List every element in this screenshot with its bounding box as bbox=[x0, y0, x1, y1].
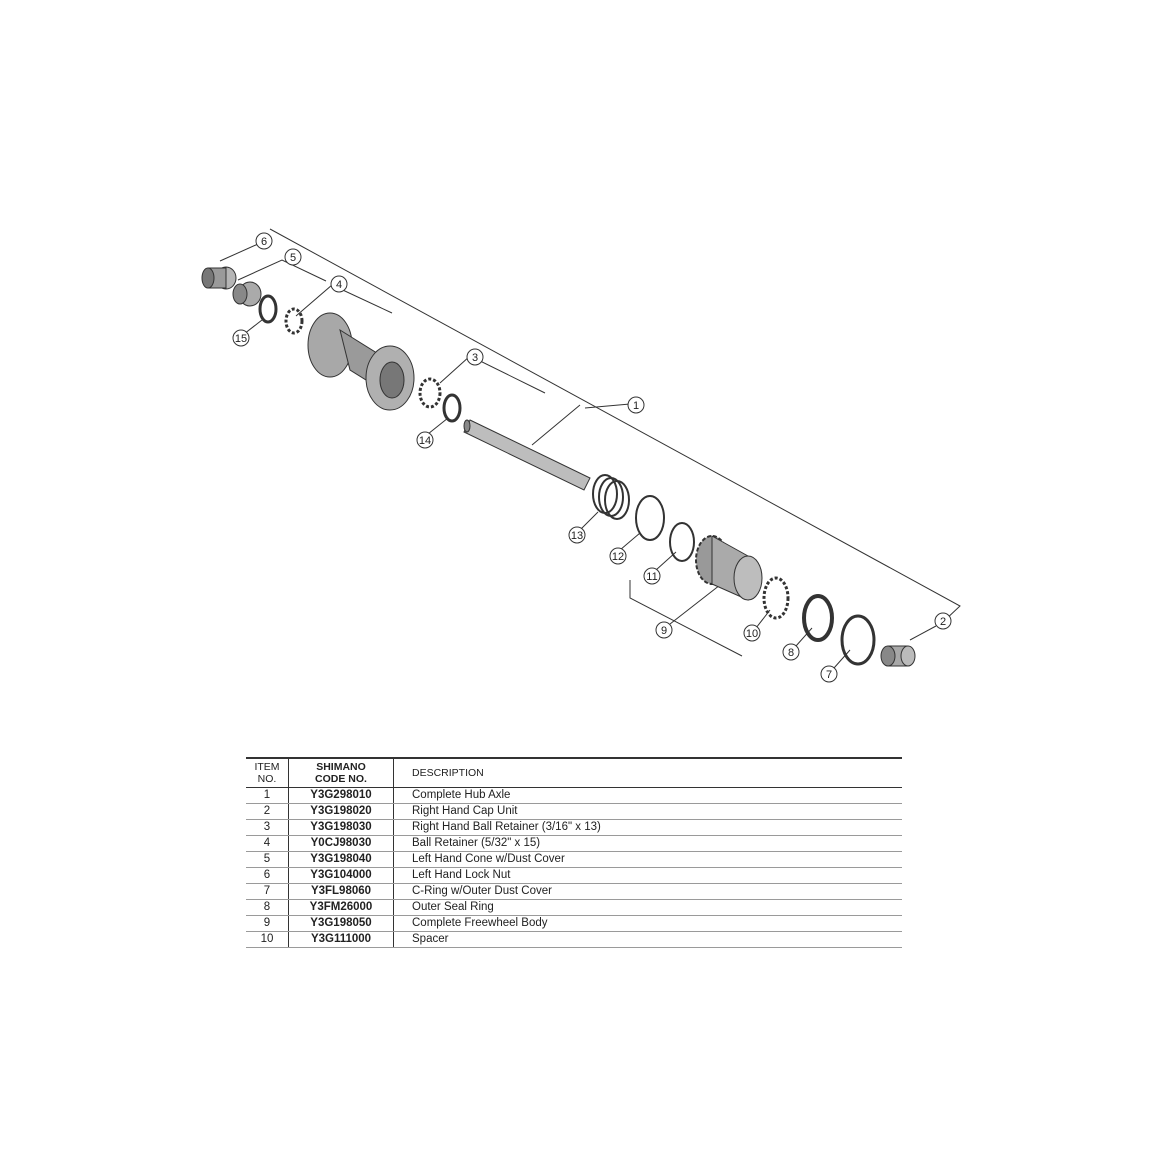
code-no-cell: Y3G104000 bbox=[288, 867, 394, 884]
part-cap-unit bbox=[880, 645, 916, 667]
header-code-line2: CODE NO. bbox=[315, 773, 367, 785]
header-code-line1: SHIMANO bbox=[316, 761, 366, 773]
callout-14: 14 bbox=[419, 435, 431, 447]
code-no-cell: Y3G198040 bbox=[288, 851, 394, 868]
code-no-cell: Y3FL98060 bbox=[288, 883, 394, 900]
code-no-cell: Y3G198020 bbox=[288, 803, 394, 820]
callout-circles bbox=[232, 232, 952, 683]
part-freewheel-body bbox=[695, 535, 763, 601]
part-seal-14 bbox=[442, 393, 462, 423]
callout-3: 3 bbox=[472, 352, 478, 364]
code-no-cell: Y3G298010 bbox=[288, 787, 394, 804]
item-no-cell: 8 bbox=[246, 899, 289, 916]
item-no-cell: 6 bbox=[246, 867, 289, 884]
part-ring-11 bbox=[669, 522, 695, 562]
callout-7: 7 bbox=[826, 669, 832, 681]
code-no-cell: Y3G198030 bbox=[288, 819, 394, 836]
callout-11: 11 bbox=[646, 571, 657, 583]
part-cone bbox=[232, 281, 262, 307]
item-no-cell: 5 bbox=[246, 851, 289, 868]
code-no-cell: Y3FM26000 bbox=[288, 899, 394, 916]
header-description: DESCRIPTION bbox=[412, 767, 484, 779]
callout-9: 9 bbox=[661, 625, 667, 637]
part-seal-ring-8 bbox=[802, 594, 834, 642]
description-cell: Right Hand Cap Unit bbox=[393, 803, 902, 820]
description-cell: Outer Seal Ring bbox=[393, 899, 902, 916]
code-no-cell: Y3G111000 bbox=[288, 931, 394, 948]
callout-5: 5 bbox=[290, 252, 296, 264]
part-ball-retainer-4 bbox=[284, 307, 304, 335]
exploded-hub-diagram: 6 5 4 15 3 1 14 13 12 11 9 10 2 8 7 bbox=[201, 228, 961, 683]
callout-12: 12 bbox=[612, 551, 624, 563]
description-cell: Ball Retainer (5/32" x 15) bbox=[393, 835, 902, 852]
header-item-no: ITEM NO. bbox=[246, 758, 289, 788]
description-cell: Complete Freewheel Body bbox=[393, 915, 902, 932]
header-item-line2: NO. bbox=[257, 773, 277, 785]
item-no-cell: 4 bbox=[246, 835, 289, 852]
part-c-ring-7 bbox=[840, 614, 876, 666]
part-spacer-10 bbox=[762, 576, 790, 620]
callout-numbers: 6 5 4 15 3 1 14 13 12 11 9 10 2 8 7 bbox=[235, 236, 946, 681]
part-ball-retainer-3 bbox=[418, 377, 442, 409]
description-cell: Left Hand Cone w/Dust Cover bbox=[393, 851, 902, 868]
part-ring-12 bbox=[635, 495, 665, 541]
part-lock-nut bbox=[201, 266, 237, 290]
description-cell: Spacer bbox=[393, 931, 902, 948]
header-code-no: SHIMANO CODE NO. bbox=[288, 758, 394, 788]
callout-2: 2 bbox=[940, 616, 946, 628]
description-cell: Right Hand Ball Retainer (3/16" x 13) bbox=[393, 819, 902, 836]
item-no-cell: 1 bbox=[246, 787, 289, 804]
item-no-cell: 3 bbox=[246, 819, 289, 836]
callout-13: 13 bbox=[571, 530, 583, 542]
callout-10: 10 bbox=[746, 628, 758, 640]
code-no-cell: Y3G198050 bbox=[288, 915, 394, 932]
leader-lines bbox=[219, 228, 961, 669]
description-cell: Left Hand Lock Nut bbox=[393, 867, 902, 884]
item-no-cell: 7 bbox=[246, 883, 289, 900]
item-no-cell: 10 bbox=[246, 931, 289, 948]
callout-1: 1 bbox=[633, 400, 639, 412]
part-seal-15 bbox=[258, 294, 278, 324]
item-no-cell: 9 bbox=[246, 915, 289, 932]
description-cell: Complete Hub Axle bbox=[393, 787, 902, 804]
callout-15: 15 bbox=[235, 333, 247, 345]
part-hub-shell bbox=[307, 312, 415, 411]
callout-6: 6 bbox=[261, 236, 267, 248]
item-no-cell: 2 bbox=[246, 803, 289, 820]
header-item-line1: ITEM bbox=[254, 761, 280, 773]
part-spring-13 bbox=[592, 474, 630, 520]
description-cell: C-Ring w/Outer Dust Cover bbox=[393, 883, 902, 900]
callout-4: 4 bbox=[336, 279, 342, 291]
table-header-row: ITEM NO. SHIMANO CODE NO. DESCRIPTION bbox=[246, 758, 902, 788]
callout-8: 8 bbox=[788, 647, 794, 659]
part-axle bbox=[463, 419, 591, 491]
code-no-cell: Y0CJ98030 bbox=[288, 835, 394, 852]
